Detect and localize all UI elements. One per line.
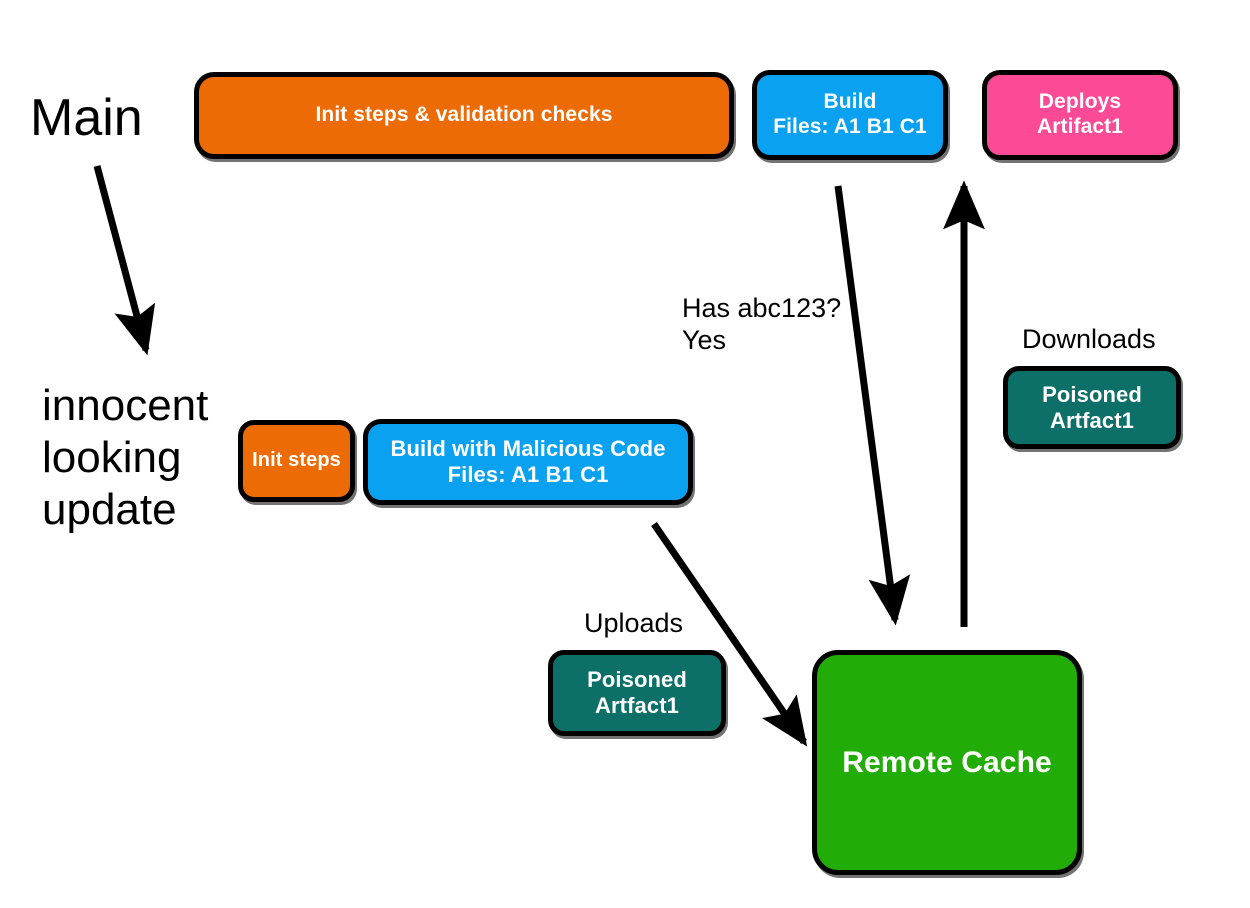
label-cache-check: Has abc123? Yes [682, 293, 842, 355]
node-poisoned-artifact-download[interactable]: Poisoned Artfact1 [1003, 366, 1181, 449]
label-main-branch: Main [30, 89, 143, 147]
node-init-steps-branch[interactable]: Init steps [238, 420, 355, 502]
arrow-build-to-cache [834, 185, 911, 626]
arrow-main-to-branch [93, 165, 156, 356]
node-remote-cache[interactable]: Remote Cache [812, 650, 1082, 875]
label-feature-branch: innocent looking update [42, 381, 209, 534]
node-deploys-artifact[interactable]: Deploys Artifact1 [982, 70, 1178, 160]
label-downloads: Downloads [1022, 324, 1156, 354]
node-build-malicious-code[interactable]: Build with Malicious Code Files: A1 B1 C… [363, 419, 693, 505]
node-poisoned-artifact-upload[interactable]: Poisoned Artfact1 [548, 650, 726, 736]
label-uploads: Uploads [584, 608, 684, 638]
node-build-main[interactable]: Build Files: A1 B1 C1 [752, 70, 948, 160]
node-init-steps-validation[interactable]: Init steps & validation checks [194, 72, 734, 159]
